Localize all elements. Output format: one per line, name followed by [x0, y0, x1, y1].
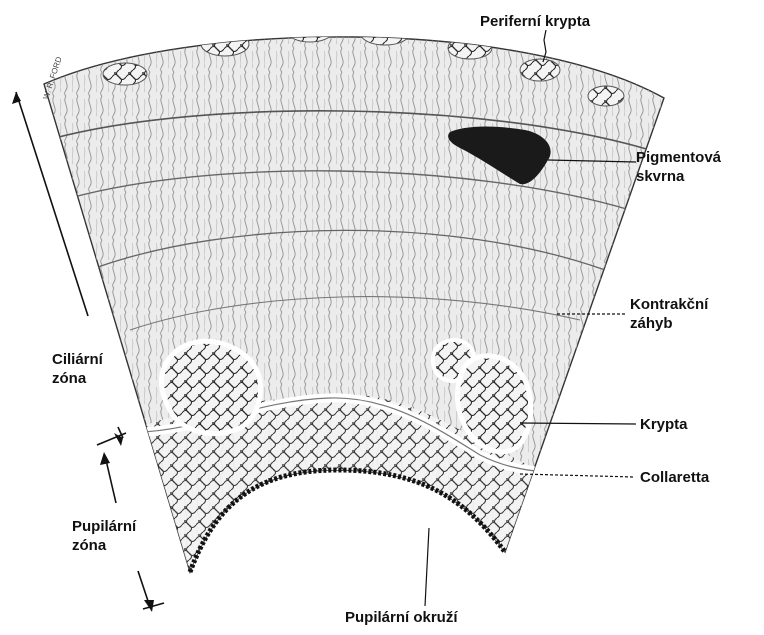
peripheral-crypt: [520, 59, 560, 81]
label-kontrakcni-zahyb-line1: Kontrakční: [630, 295, 708, 314]
label-collaretta: Collaretta: [640, 468, 709, 487]
peripheral-crypt: [288, 22, 332, 42]
label-ciliarni-zona: Ciliární zóna: [52, 350, 103, 388]
peripheral-crypt: [103, 63, 147, 85]
label-pupilarni-zona-line2: zóna: [72, 536, 136, 555]
label-periferni-krypta: Periferní krypta: [480, 12, 590, 31]
crypt-left: [161, 341, 260, 433]
label-pigmentova-skvrna: Pigmentová skvrna: [636, 148, 721, 186]
peripheral-crypt: [448, 37, 492, 59]
label-ciliarni-zona-line2: zóna: [52, 369, 103, 388]
label-kontrakcni-zahyb-line2: záhyb: [630, 314, 708, 333]
label-ciliarni-zona-line1: Ciliární: [52, 350, 103, 369]
label-pupilarni-zona-line1: Pupilární: [72, 517, 136, 536]
label-kontrakcni-zahyb: Kontrakční záhyb: [630, 295, 708, 333]
label-pigmentova-skvrna-line1: Pigmentová: [636, 148, 721, 167]
leader-collaretta: [520, 474, 634, 477]
peripheral-crypt: [588, 86, 624, 106]
label-pupilarni-zona: Pupilární zóna: [72, 517, 136, 555]
peripheral-crypt: [361, 23, 409, 45]
pupillary-zone-arrow-up: [106, 460, 116, 503]
leader-pupilarni-okruzi: [425, 528, 429, 606]
label-krypta: Krypta: [640, 415, 688, 434]
label-pupilarni-okruzi: Pupilární okruží: [345, 608, 458, 627]
label-pigmentova-skvrna-line2: skvrna: [636, 167, 721, 186]
